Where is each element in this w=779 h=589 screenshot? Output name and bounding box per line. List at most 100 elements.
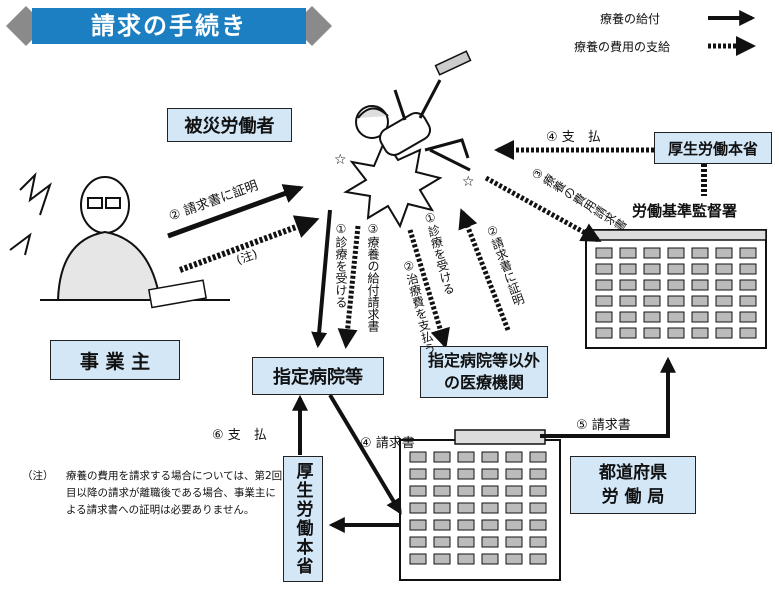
- window: [691, 247, 709, 259]
- window: [481, 451, 499, 463]
- window: [457, 485, 475, 497]
- window: [481, 519, 499, 531]
- window: [457, 468, 475, 480]
- label-bill-hospital: ④ 請求書: [360, 436, 415, 451]
- node-designated-hospital: 指定病院等: [252, 357, 384, 395]
- window: [481, 485, 499, 497]
- window: [643, 247, 661, 259]
- window: [433, 553, 451, 565]
- window: [667, 311, 685, 323]
- title-banner: [6, 6, 332, 46]
- footnote-text: 療養の費用を請求する場合については、第2回目以降の請求が離職後である場合、事業主…: [66, 470, 283, 516]
- arrow-employer-to-worker-dotted: [178, 215, 320, 273]
- window: [505, 468, 523, 480]
- window: [433, 519, 451, 531]
- window: [667, 279, 685, 291]
- arrow-worker-to-office: [484, 175, 602, 243]
- window: [505, 519, 523, 531]
- window: [739, 263, 757, 275]
- window: [595, 311, 613, 323]
- window: [409, 502, 427, 514]
- arrow-bureau-to-prefectural: [540, 356, 676, 438]
- label-benefit-request: ③療養の給付請求書: [366, 222, 380, 332]
- window: [715, 279, 733, 291]
- window: [529, 502, 547, 514]
- arrow-employer-to-worker: [167, 184, 304, 239]
- page-title: 請求の手続き: [91, 12, 247, 40]
- window: [457, 502, 475, 514]
- window: [595, 327, 613, 339]
- window: [619, 327, 637, 339]
- window: [481, 502, 499, 514]
- window: [643, 327, 661, 339]
- window: [433, 451, 451, 463]
- window: [691, 311, 709, 323]
- window: [409, 451, 427, 463]
- node-other-medical: 指定病院等以外 の医療機関: [420, 346, 548, 398]
- arrow-worker-to-other-1: [407, 229, 450, 349]
- window: [619, 263, 637, 275]
- window: [409, 536, 427, 548]
- node-mhlw-left: 厚生労働本省: [283, 456, 323, 582]
- window: [715, 295, 733, 307]
- window: [481, 468, 499, 480]
- label-payment-top: ④ 支 払: [546, 130, 601, 145]
- window: [643, 279, 661, 291]
- footnote-mark: （注）: [22, 470, 54, 482]
- window: [715, 311, 733, 323]
- window: [481, 553, 499, 565]
- window: [643, 311, 661, 323]
- window: [529, 485, 547, 497]
- label-labor-office: 労働基準監督署: [632, 202, 738, 220]
- window: [409, 468, 427, 480]
- window: [619, 295, 637, 307]
- window: [457, 451, 475, 463]
- window: [595, 263, 613, 275]
- window: [715, 247, 733, 259]
- window: [529, 468, 547, 480]
- window: [433, 485, 451, 497]
- window: [433, 468, 451, 480]
- svg-text:☆: ☆: [462, 174, 475, 190]
- node-mhlw-top: 厚生労働本省: [654, 132, 772, 164]
- node-prefectural-bureau: 都道府県 労 働 局: [570, 456, 696, 514]
- window: [739, 247, 757, 259]
- window: [643, 295, 661, 307]
- legend-benefit: 療養の給付: [600, 12, 661, 26]
- legend-expense: 療養の費用の支給: [574, 40, 671, 54]
- employer-illustration: [9, 171, 230, 309]
- window: [619, 279, 637, 291]
- window: [457, 519, 475, 531]
- title-bar: 請求の手続き: [6, 6, 332, 46]
- window: [409, 553, 427, 565]
- window: [505, 502, 523, 514]
- window: [595, 279, 613, 291]
- window: [643, 263, 661, 275]
- label-payment-left: ⑥ 支 払: [212, 428, 267, 443]
- building-windows: [409, 247, 757, 565]
- window: [691, 279, 709, 291]
- window: [691, 263, 709, 275]
- window: [691, 295, 709, 307]
- window: [529, 519, 547, 531]
- node-employer: 事 業 主: [50, 340, 180, 380]
- arrow-other-to-worker: [458, 208, 511, 331]
- svg-text:☆: ☆: [334, 152, 347, 168]
- window: [481, 536, 499, 548]
- window: [739, 295, 757, 307]
- window: [433, 502, 451, 514]
- window: [457, 553, 475, 565]
- window: [505, 451, 523, 463]
- window: [529, 451, 547, 463]
- window: [409, 485, 427, 497]
- window: [667, 247, 685, 259]
- window: [529, 553, 547, 565]
- window: [739, 311, 757, 323]
- node-injured-worker: 被災労働者: [167, 108, 292, 142]
- window: [667, 295, 685, 307]
- window: [715, 263, 733, 275]
- footnote: （注） 療養の費用を請求する場合については、第2回目以降の請求が離職後である場合…: [22, 468, 284, 519]
- window: [667, 263, 685, 275]
- window: [595, 295, 613, 307]
